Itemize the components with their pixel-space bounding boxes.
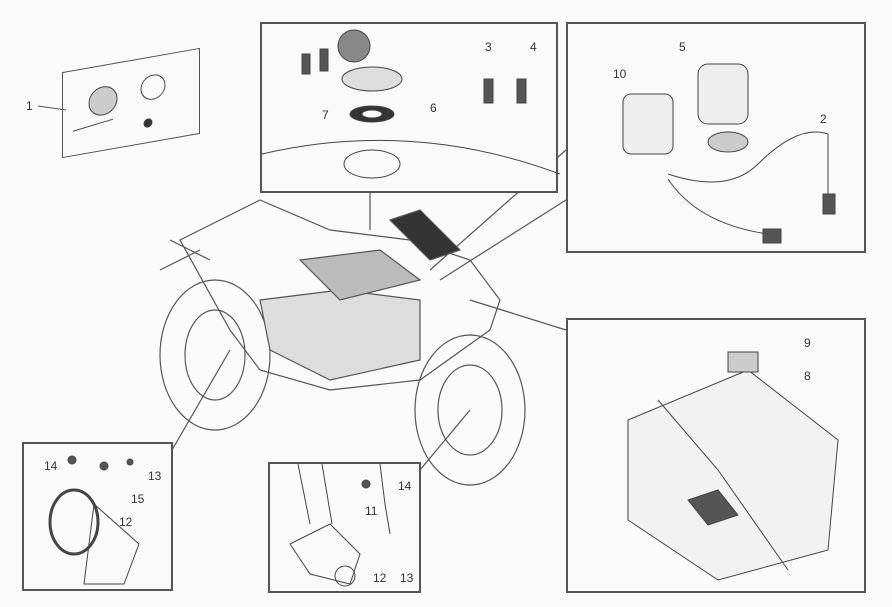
callout-8: 8 [804,369,811,383]
callout-12: 12 [373,571,387,585]
callout-15: 15 [131,492,145,506]
front-speed-sensor-panel: 14 11 12 13 [268,462,421,593]
callout-9: 9 [804,336,811,350]
airbox-drawing [627,351,839,581]
callout-14: 14 [44,459,58,473]
callout-6: 6 [430,101,437,115]
callout-5: 5 [679,40,686,54]
callout-13: 13 [400,571,414,585]
ignition-switch-panel [62,47,200,159]
callout-3: 3 [485,40,492,54]
rear-sensor-drawing [48,455,140,585]
steering-lock-drawing [622,63,836,244]
steering-lock-panel: 10 5 2 [566,22,866,253]
rear-speed-sensor-panel: 14 13 15 12 [22,442,173,591]
callout-1: 1 [26,99,33,113]
callout-11: 11 [365,504,378,518]
callout-14: 14 [398,479,412,493]
airbox-sensor-panel: 9 8 [566,318,866,593]
ignition-switch-drawing [72,74,166,132]
callout-10: 10 [613,67,627,81]
front-sensor-drawing [289,464,391,587]
callout-7: 7 [322,108,329,122]
fuel-cap-panel: 7 6 3 4 [260,22,560,193]
callout-13: 13 [148,469,162,483]
fuel-cap-drawing [262,29,560,179]
callout-2: 2 [820,112,827,126]
callout-4: 4 [530,40,537,54]
callout-12: 12 [119,515,133,529]
